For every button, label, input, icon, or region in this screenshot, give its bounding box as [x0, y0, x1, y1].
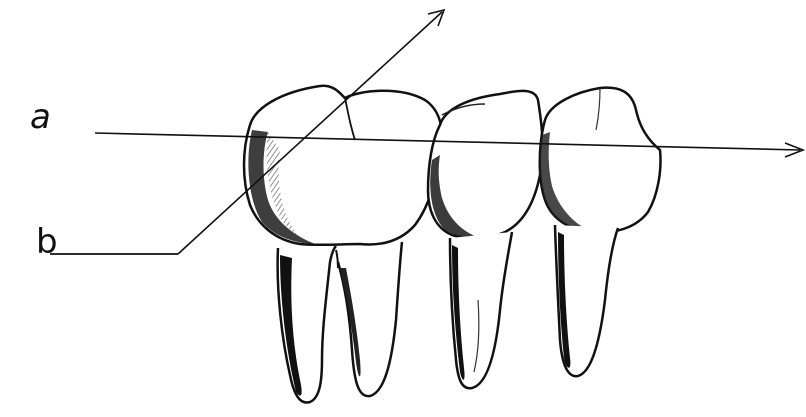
molar-distal-root: [338, 242, 402, 396]
molar-tooth: [244, 86, 442, 403]
premolar-tooth-middle: [428, 91, 543, 388]
premolar-tooth-right: [539, 88, 660, 377]
label-a: a: [30, 100, 51, 134]
label-b: b: [36, 225, 58, 259]
